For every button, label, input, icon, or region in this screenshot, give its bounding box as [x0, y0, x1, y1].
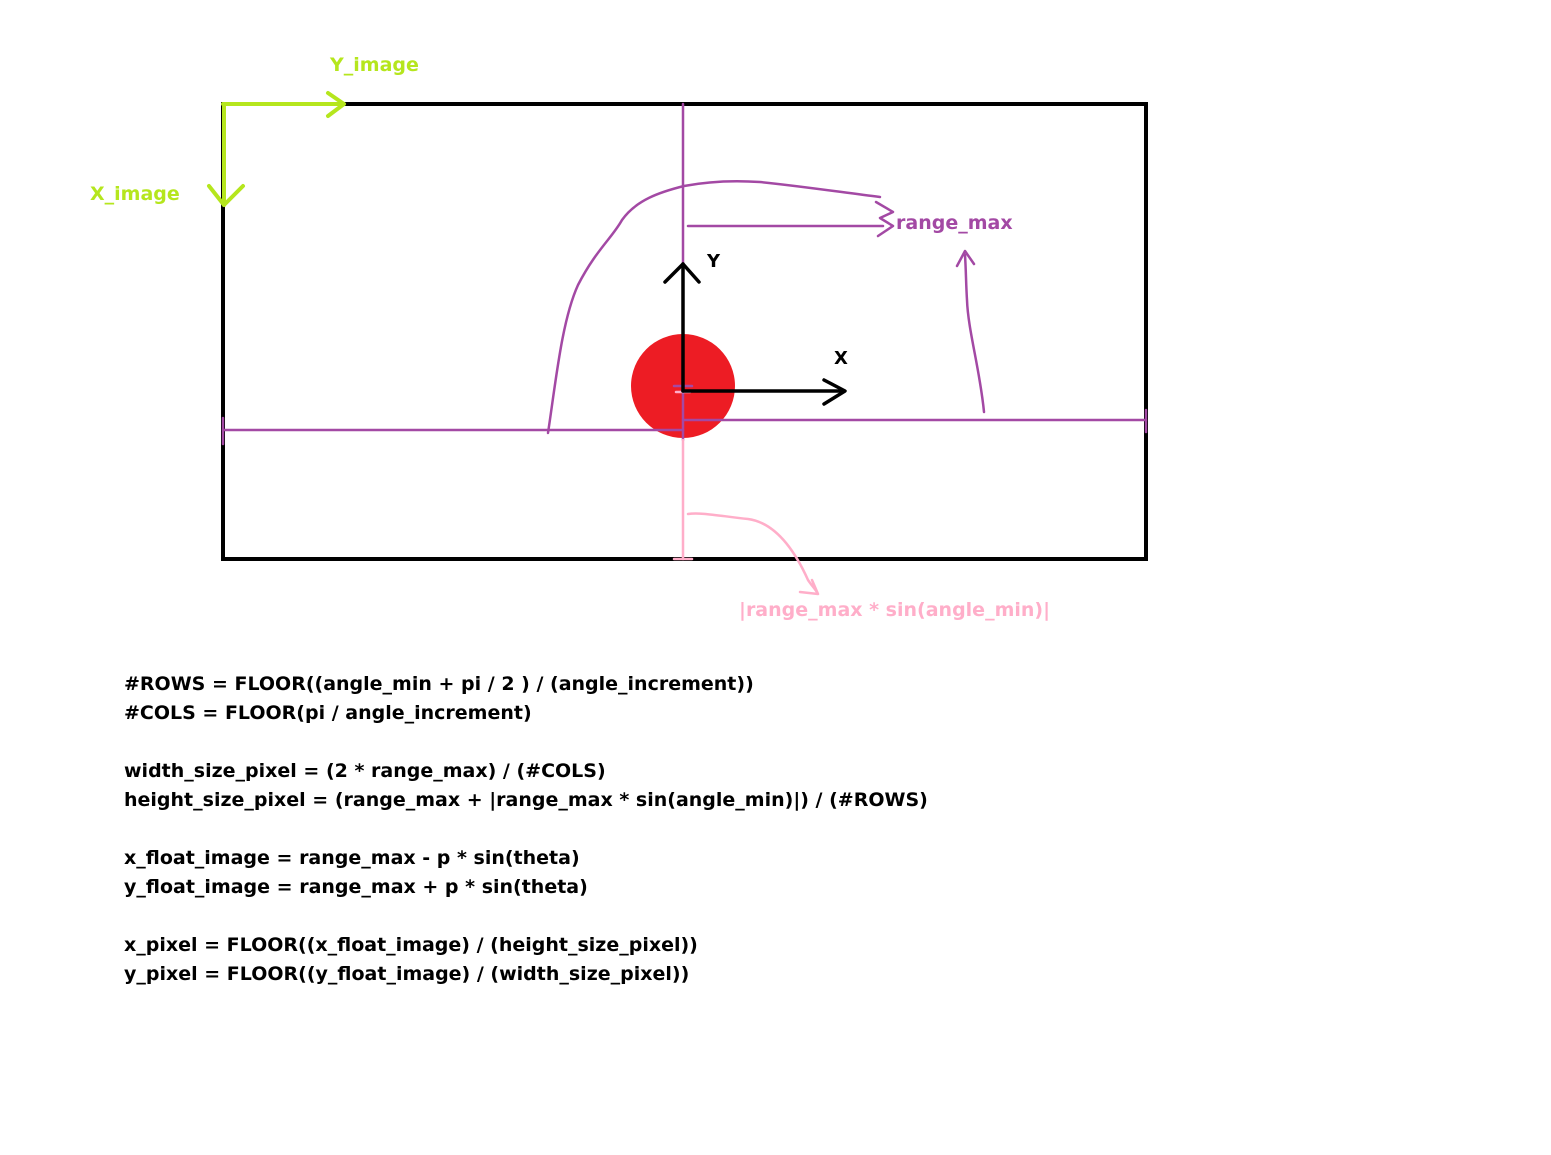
- y-image-label: Y_image: [330, 54, 419, 76]
- range-max-arrow: [686, 200, 895, 238]
- formula-x-pixel: x_pixel = FLOOR((x_float_image) / (heigh…: [124, 934, 698, 956]
- formula-gap: [124, 728, 928, 757]
- formula-rows: #ROWS = FLOOR((angle_min + pi / 2 ) / (a…: [124, 673, 754, 695]
- formula-y-float-image: y_float_image = range_max + p * sin(thet…: [124, 876, 588, 898]
- formula-width-size-pixel: width_size_pixel = (2 * range_max) / (#C…: [124, 760, 606, 782]
- right-range-arrow: [955, 249, 986, 414]
- formula-cols: #COLS = FLOOR(pi / angle_increment): [124, 702, 532, 724]
- x-image-label: X_image: [90, 183, 180, 205]
- formula-block: #ROWS = FLOOR((angle_min + pi / 2 ) / (a…: [124, 670, 928, 989]
- formula-gap: [124, 902, 928, 931]
- robot-x-axis-label: X: [834, 348, 848, 369]
- range-lines: [221, 102, 1148, 446]
- robot-x-arrowhead: [822, 378, 847, 406]
- x-image-arrowhead: [207, 184, 245, 207]
- formula-gap: [124, 815, 928, 844]
- image-axes: [207, 91, 346, 207]
- robot-y-arrowhead: [663, 262, 701, 284]
- range-max-label: range_max: [896, 212, 1013, 234]
- lower-extent-label: |range_max * sin(angle_min)|: [739, 599, 1051, 621]
- y-image-arrowhead: [326, 91, 346, 118]
- range-sweep-arc: [546, 179, 882, 435]
- formula-y-pixel: y_pixel = FLOOR((y_float_image) / (width…: [124, 963, 690, 985]
- formula-x-float-image: x_float_image = range_max - p * sin(thet…: [124, 847, 580, 869]
- robot-y-axis-label: Y: [707, 251, 721, 272]
- robot-axes: [663, 262, 847, 406]
- formula-height-size-pixel: height_size_pixel = (range_max + |range_…: [124, 789, 928, 811]
- lower-extent-arrow: [686, 512, 820, 596]
